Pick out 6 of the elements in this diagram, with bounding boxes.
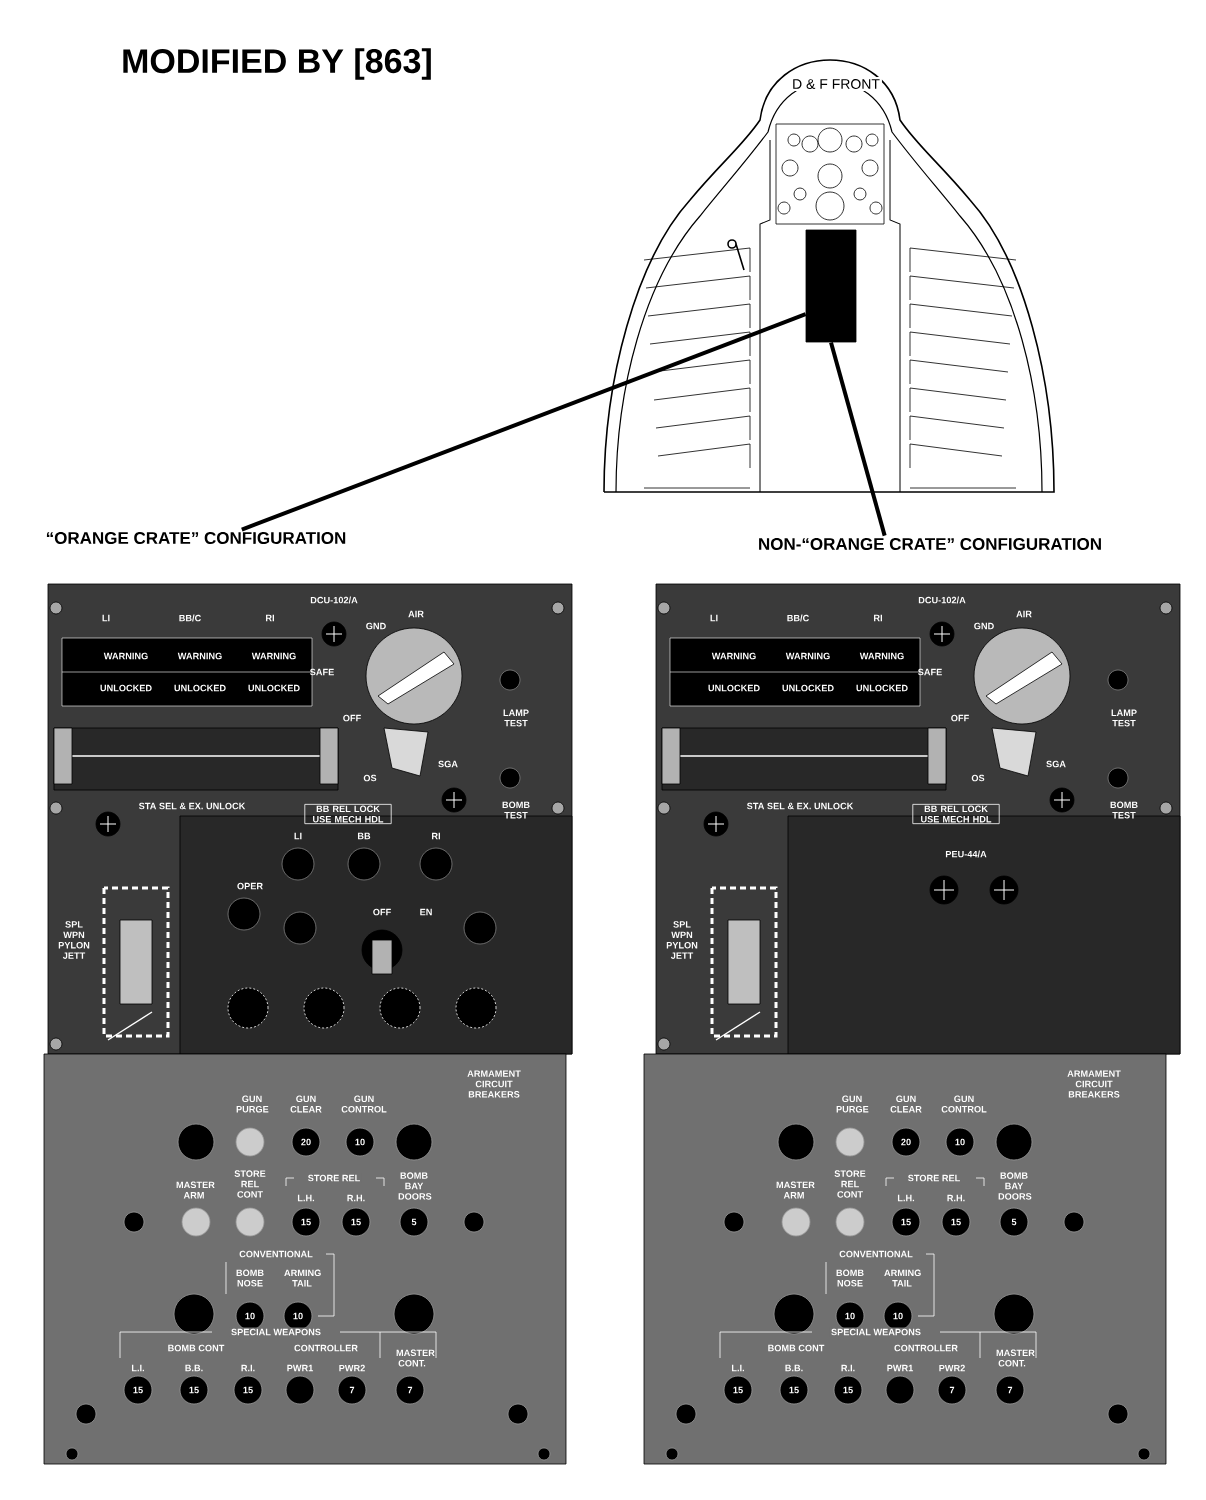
callout-label: NON-“ORANGE CRATE” CONFIGURATION <box>759 538 1101 550</box>
callout-label: “ORANGE CRATE” CONFIGURATION <box>46 532 346 544</box>
console-panel <box>805 229 857 343</box>
leader-line <box>241 312 807 532</box>
title: MODIFIED BY [863] <box>123 48 431 80</box>
leader-line <box>829 341 887 537</box>
